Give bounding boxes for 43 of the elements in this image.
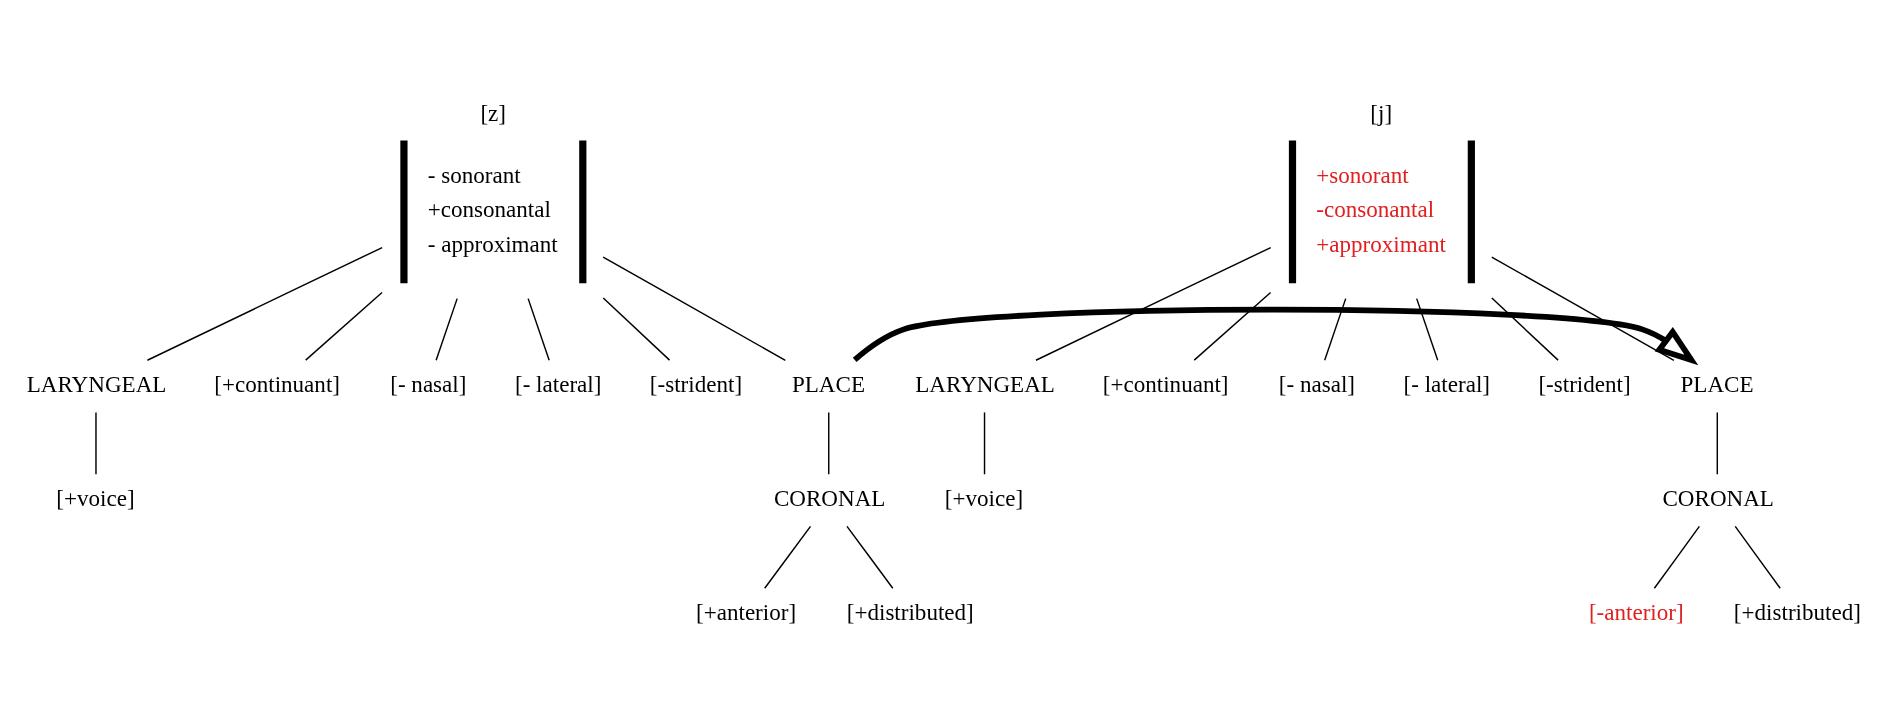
connector	[146, 246, 383, 361]
connector	[1416, 297, 1439, 361]
connector	[527, 297, 550, 361]
node-text: CORONAL	[1662, 484, 1774, 511]
connector	[828, 411, 830, 475]
connector	[1193, 291, 1272, 361]
connector	[1734, 525, 1781, 589]
connector	[435, 297, 458, 361]
node-text: [+distributed]	[846, 598, 974, 625]
connector	[95, 411, 97, 475]
node-text: PLACE	[1680, 370, 1754, 397]
node-text: [-strident]	[1538, 370, 1631, 397]
connector	[764, 525, 812, 589]
connector	[1491, 297, 1559, 361]
node-text: [- lateral]	[1403, 370, 1490, 397]
connector	[602, 256, 787, 362]
node-text: [z] - sonorant +consonantal - approximant	[427, 99, 558, 257]
node-text: [+distributed]	[1733, 598, 1861, 625]
node-text: [- nasal]	[1278, 370, 1355, 397]
connector	[983, 411, 986, 475]
node-text: [+continuant]	[214, 370, 340, 397]
node-text: CORONAL	[773, 484, 886, 511]
node-text: [-strident]	[649, 370, 743, 397]
connector	[1716, 411, 1718, 475]
node-text: [+continuant]	[1102, 370, 1229, 397]
connector	[1491, 256, 1675, 362]
connector	[602, 297, 671, 361]
node-text: LARYNGEAL	[915, 370, 1055, 397]
node-text: [+voice]	[56, 484, 135, 511]
node-text: [+anterior]	[696, 598, 797, 625]
arrow	[852, 306, 1699, 366]
node-text: [- lateral]	[515, 370, 602, 397]
connector	[304, 291, 383, 361]
connector	[1035, 246, 1272, 361]
connector	[1653, 525, 1701, 589]
node-text: [+voice]	[944, 484, 1024, 511]
node-text: PLACE	[791, 370, 866, 397]
connector	[846, 525, 894, 589]
node-text: LARYNGEAL	[26, 370, 167, 397]
node-text: [- nasal]	[390, 370, 467, 397]
node-text: [j] +sonorant -consonantal +approximant	[1316, 99, 1446, 257]
connector	[1323, 297, 1347, 361]
node-text: [-anterior]	[1588, 598, 1684, 625]
